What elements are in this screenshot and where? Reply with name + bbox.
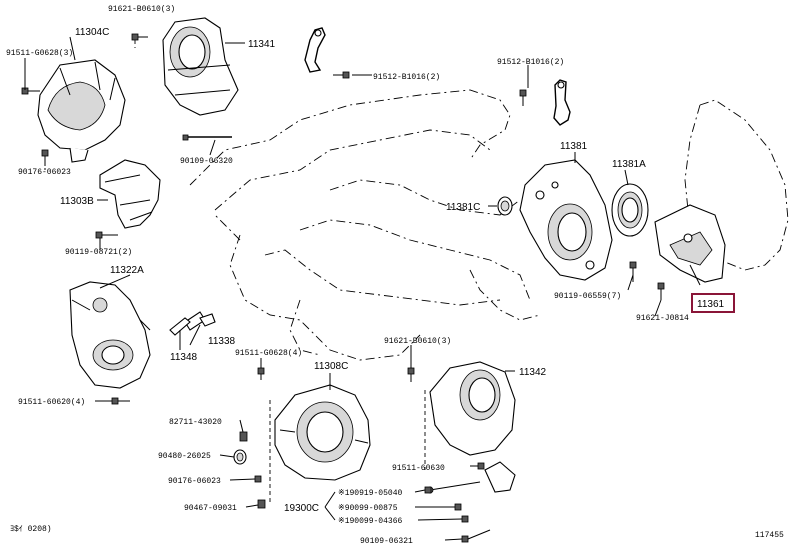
bracket-91512-left — [304, 27, 326, 73]
label-90109-06320: 90109-06320 — [180, 157, 233, 166]
cover-11322a — [69, 281, 151, 389]
plug-82711-43020 — [239, 431, 248, 442]
transmission-housing-outline — [684, 99, 789, 271]
label-91621-j0814: 91621-J0814 — [636, 314, 689, 323]
gasket-11348 — [169, 317, 191, 336]
bolt-90099-00875 — [454, 503, 462, 511]
label-82711-43020: 82711-43020 — [169, 418, 222, 427]
bolt-91511-g0628-mid — [257, 367, 265, 380]
footer-catalog-number: 117455 — [755, 531, 784, 540]
bolt-90176-06023-bottom — [254, 475, 262, 483]
seal-11381a — [611, 183, 649, 237]
plate-11308c — [274, 384, 371, 481]
label-11381a: 11381A — [612, 159, 646, 170]
leader-lines — [24, 36, 701, 541]
bolt-91621-b0610-top — [131, 33, 148, 41]
label-11304c: 11304C — [75, 27, 109, 38]
label-91511-g0628-mid: 91511-G0628(4) — [235, 349, 302, 358]
label-11381c: 11381C — [446, 202, 480, 213]
plate-11341 — [162, 17, 239, 116]
bracket-91512-right — [553, 79, 571, 126]
label-11341: 11341 — [248, 39, 276, 50]
label-90467-09031: 90467-09031 — [184, 504, 237, 513]
footer-left-code: ﾖ$ｲ 0208) — [10, 525, 52, 534]
label-11308c: 11308C — [314, 361, 348, 372]
stud-90109-06320 — [182, 134, 232, 141]
label-91511-60620: 91511-60620(4) — [18, 398, 85, 407]
cover-11304c — [37, 59, 126, 163]
plate-11342 — [429, 361, 516, 456]
bolt-190099-04366 — [461, 515, 469, 523]
label-90099-00875: ※90099-00875 — [338, 504, 398, 513]
label-90176-06023-top: 90176-06023 — [18, 168, 71, 177]
label-11348: 11348 — [170, 352, 198, 363]
label-90119-06559: 90119-06559(7) — [554, 292, 621, 301]
bolt-91621-b0610-mid — [407, 367, 415, 382]
engine-block-outline — [189, 89, 541, 361]
bracket-11303b — [99, 159, 161, 229]
label-11303b: 11303B — [60, 196, 94, 207]
bolt-91511-60620 — [111, 397, 130, 405]
label-190099-04366: ※190099-04366 — [338, 517, 403, 526]
bolt-91511-60630 — [477, 462, 485, 470]
label-19300c: 19300C — [284, 503, 319, 514]
label-91621-b0610-mid: 91621-B0610(3) — [384, 337, 451, 346]
part-labels: 91621-B0610(3) 11304C 91511-G0628(3) 113… — [6, 5, 735, 546]
highlight-box-11361 — [691, 293, 735, 313]
label-190919-05040: ※190919-05040 — [338, 489, 403, 498]
label-11342: 11342 — [519, 367, 547, 378]
plate-11361 — [654, 204, 726, 283]
bolt-90119-06559 — [629, 261, 637, 282]
hardware-bolts — [21, 33, 665, 543]
gasket-11338 — [184, 311, 216, 331]
label-11322a: 11322A — [110, 265, 144, 276]
label-90119-08721: 90119-08721(2) — [65, 248, 132, 257]
bolt-190919-05040 — [424, 486, 432, 494]
label-91511-60630: 91511-60630 — [392, 464, 445, 473]
label-90480-26025: 90480-26025 — [158, 452, 211, 461]
label-91512-b1016-left: 91512-B1016(2) — [373, 73, 440, 82]
bolt-91512-right — [519, 89, 527, 106]
label-11381: 11381 — [560, 141, 588, 152]
label-11338: 11338 — [208, 336, 236, 347]
seal-11381c — [497, 196, 513, 216]
label-90176-06023-bottom: 90176-06023 — [168, 477, 221, 486]
washer-90480-26025 — [233, 449, 247, 465]
bolt-90119-08721 — [95, 231, 118, 239]
bolt-90176-06023-top — [41, 149, 49, 166]
bolt-91512-left — [333, 71, 350, 79]
label-91621-b0610-top: 91621-B0610(3) — [108, 5, 175, 14]
bolt-91621-j0814 — [657, 282, 665, 300]
label-11361[interactable]: 11361 — [697, 299, 725, 310]
stud-90109-06321 — [461, 529, 491, 543]
label-91512-b1016-right: 91512-B1016(2) — [497, 58, 564, 67]
housing-11381 — [519, 159, 613, 281]
label-90109-06321: 90109-06321 — [360, 537, 413, 546]
bolt-90467-09031 — [257, 499, 266, 509]
label-91511-g0628-top: 91511-G0628(3) — [6, 49, 73, 58]
